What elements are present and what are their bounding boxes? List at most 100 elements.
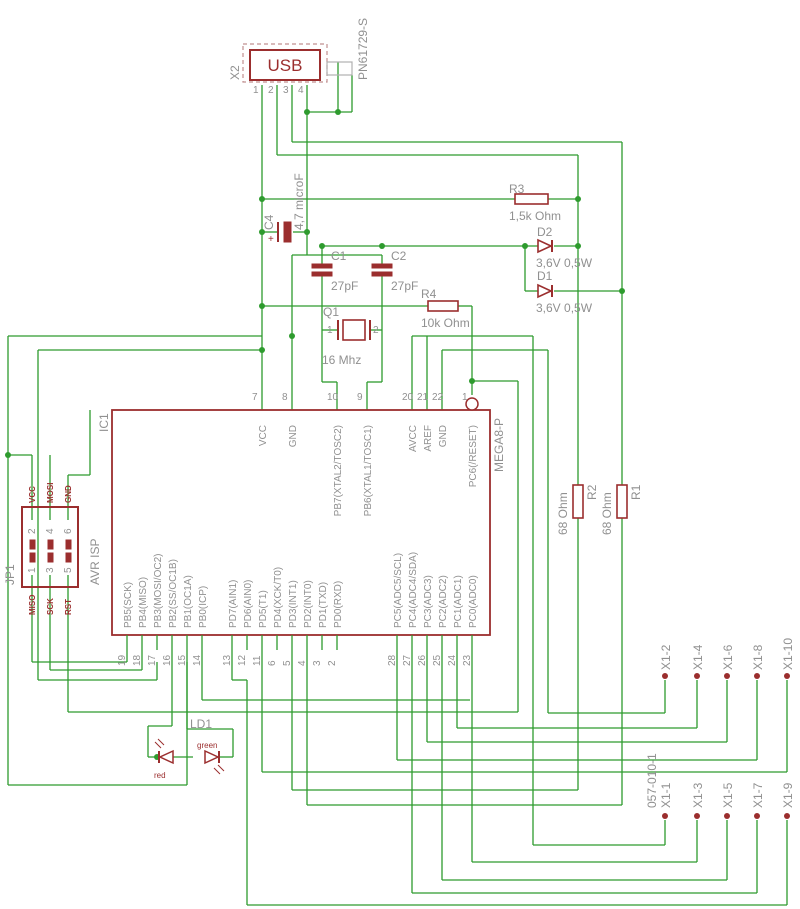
ic1-pin-name: AVCC xyxy=(408,425,419,452)
ic1-ref-label: IC1 xyxy=(97,413,111,432)
crystal-q1: Q1 1 2 16 Mhz xyxy=(322,305,379,367)
jp1-label-sck: SCK xyxy=(46,598,55,615)
resistor-r3: R3 1,5k Ohm xyxy=(509,182,561,223)
diode-d1: D1 3,6V 0,5W xyxy=(536,269,593,315)
ic1-pin-name: PB5(SCK) xyxy=(123,582,134,628)
ic1-pin-name: PD4(XCK/T0) xyxy=(273,567,284,628)
junctions xyxy=(5,109,625,760)
ic1-pin-num: 16 xyxy=(162,654,173,666)
ic1-pin-name: PB2(SS/OC1B) xyxy=(168,559,179,628)
resistor-r4: R4 10k Ohm xyxy=(421,287,470,330)
ic1-pin-name: PD7(AIN1) xyxy=(228,580,239,628)
r1-ref-label: R1 xyxy=(629,484,643,500)
ic1-pin-num: 2 xyxy=(327,660,338,666)
ic1-pin-num: 15 xyxy=(177,654,188,666)
ld1-red-label: red xyxy=(154,771,166,780)
ic1-pin-name: PC4(ADC4/SDA) xyxy=(408,552,419,628)
q1-pin2-label: 2 xyxy=(373,325,379,336)
c2-ref-label: C2 xyxy=(391,249,407,263)
ic1-pin-name: PD2(INT0) xyxy=(303,580,314,628)
capacitor-c1: C1 27pF xyxy=(311,249,358,293)
ic1-pin-name: PD3(INT1) xyxy=(288,580,299,628)
ic1-pin-num: 14 xyxy=(192,654,203,666)
jp1-pin-4: 4 xyxy=(45,528,56,534)
x1-pin-label: X1-3 xyxy=(691,782,705,808)
ic1-pin-name: PB7(XTAL2/TOSC2) xyxy=(333,425,344,516)
r3-value-label: 1,5k Ohm xyxy=(509,209,561,223)
d2-value-label: 3,6V 0,5W xyxy=(536,256,593,270)
ic1-pin-name: PC0(ADC0) xyxy=(468,575,479,628)
c4-ref-label: C4 xyxy=(262,214,276,230)
c2-value-label: 27pF xyxy=(391,279,418,293)
ic1-pin-num: 27 xyxy=(402,654,413,666)
usb-value-label: PN61729-S xyxy=(356,18,370,80)
ic1-pin-name: PC5(ADC5/SCL) xyxy=(393,553,404,628)
ic1-pin-num: 24 xyxy=(447,654,458,666)
ic1-pin-num: 12 xyxy=(237,654,248,666)
ic1-pin-name: PB1(OC1A) xyxy=(183,575,194,628)
ic1-mega8: IC1 MEGA8-P 7VCC8GND10PB7(XTAL2/TOSC2)9P… xyxy=(97,392,506,666)
ic1-pin-name: PB0(ICP) xyxy=(198,586,209,628)
r3-ref-label: R3 xyxy=(509,182,525,196)
jp1-pin-5: 5 xyxy=(63,567,74,573)
usb-pin-3: 3 xyxy=(283,85,289,96)
jp1-value-label: AVR ISP xyxy=(88,539,102,585)
ic1-pin-num: 9 xyxy=(357,392,363,403)
resistor-r2: R2 68 Ohm xyxy=(556,484,599,535)
ic1-pin-name: PD0(RXD) xyxy=(333,581,344,628)
ic1-value-label: MEGA8-P xyxy=(492,418,506,472)
ld1-ref-label: LD1 xyxy=(190,717,212,731)
jp1-pin-6: 6 xyxy=(63,528,74,534)
ic1-pin-name: GND xyxy=(288,425,299,447)
ic1-pin-name: PD6(AIN0) xyxy=(243,580,254,628)
ic1-pin-num: 1 xyxy=(462,392,468,403)
jp1-label-miso: MISO xyxy=(28,595,37,615)
svg-text:+: + xyxy=(268,234,274,245)
c4-value-label: 4,7 microF xyxy=(292,173,306,230)
x1-pin-label: X1-6 xyxy=(721,644,735,670)
jp1-pin-3: 3 xyxy=(45,567,56,573)
c1-ref-label: C1 xyxy=(331,249,347,263)
ic1-pin-num: 23 xyxy=(462,654,473,666)
ic1-pin-num: 4 xyxy=(297,660,308,666)
ic1-pin-name: PC3(ADC3) xyxy=(423,575,434,628)
jp1-pin-2: 2 xyxy=(27,528,38,534)
ic1-pin-name: PD5(T1) xyxy=(258,590,269,628)
d2-ref-label: D2 xyxy=(537,225,553,239)
ic1-pin-num: 8 xyxy=(282,392,288,403)
usb-ref-label: X2 xyxy=(228,65,242,80)
r4-ref-label: R4 xyxy=(421,287,437,301)
diode-d2: D2 3,6V 0,5W xyxy=(536,225,593,270)
ic1-pin-num: 26 xyxy=(417,654,428,666)
r2-ref-label: R2 xyxy=(585,484,599,500)
ic1-pin-name: PD1(TXD) xyxy=(318,582,329,628)
ic1-pin-name: PC2(ADC2) xyxy=(438,575,449,628)
ic1-pin-name: PB3(MOSI/OC2) xyxy=(153,554,164,628)
d1-value-label: 3,6V 0,5W xyxy=(536,301,593,315)
q1-value-label: 16 Mhz xyxy=(322,353,361,367)
usb-body-label: USB xyxy=(268,56,303,75)
jp1-label-vcc: VCC xyxy=(28,486,37,503)
ic1-pin-name: PB4(MISO) xyxy=(138,577,149,628)
ld1-green-label: green xyxy=(197,741,217,750)
r2-value-label: 68 Ohm xyxy=(556,492,570,535)
ic1-pin-num: 11 xyxy=(252,655,263,666)
ic1-pin-name: PC6(/RESET) xyxy=(468,425,479,487)
ic1-pin-num: 22 xyxy=(432,392,444,403)
ic1-pin-num: 25 xyxy=(432,654,443,666)
x1-pin-label: X1-4 xyxy=(691,644,705,670)
x1-pin-label: X1-9 xyxy=(781,782,795,808)
wires xyxy=(7,62,788,906)
ic1-pin-num: 5 xyxy=(282,660,293,666)
x1-value-label: 057-010-1 xyxy=(645,753,659,808)
ic1-pin-name: PB6(XTAL1/TOSC1) xyxy=(363,425,374,516)
usb-pin-2: 2 xyxy=(268,85,274,96)
usb-pin-1: 1 xyxy=(253,85,259,96)
ic1-pin-num: 20 xyxy=(402,392,414,403)
ic1-pin-name: GND xyxy=(438,425,449,447)
usb-connector-x2: USB X2 PN61729-S 1 2 3 4 xyxy=(228,18,370,96)
usb-pin-4: 4 xyxy=(298,85,304,96)
ic1-pin-num: 10 xyxy=(327,392,339,403)
jp1-ref-label: JP1 xyxy=(3,564,17,585)
